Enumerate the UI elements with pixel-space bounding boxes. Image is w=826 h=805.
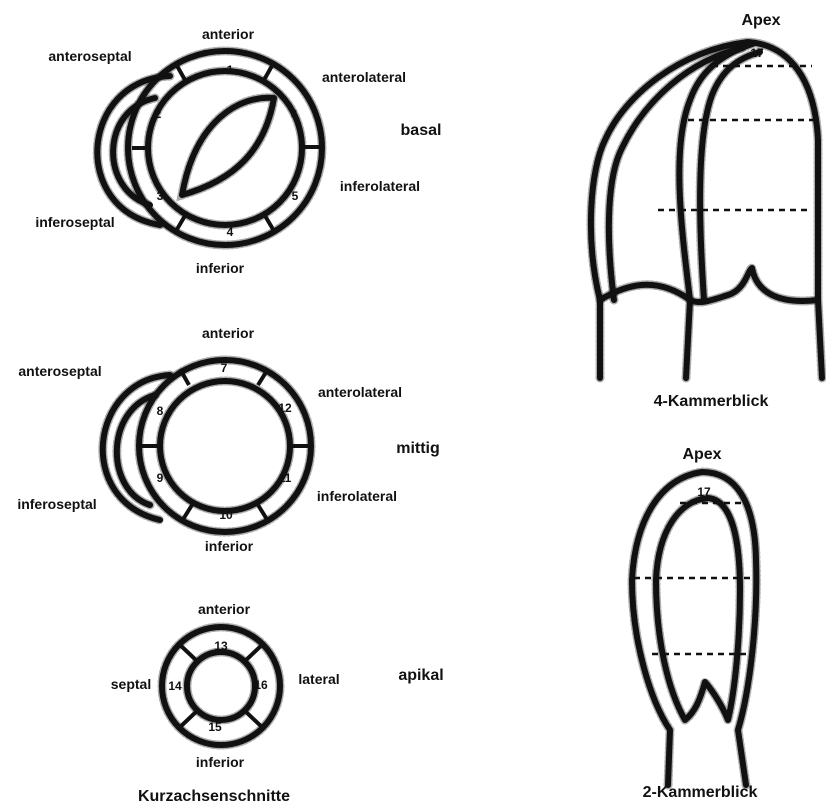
two-chamber-view: 17 Apex 2-Kammerblick — [632, 446, 757, 801]
wall-label-inferior: inferior — [196, 260, 245, 276]
wall-label-anteroseptal: anteroseptal — [48, 48, 131, 64]
apical-divider — [178, 643, 198, 662]
level-label-basal: basal — [401, 122, 442, 139]
segment-number-17: 17 — [750, 46, 764, 60]
segment-number: 6 — [291, 107, 298, 121]
wall-label-anterior: anterior — [202, 325, 255, 341]
segment-number: 3 — [157, 189, 164, 203]
segment-number: 13 — [214, 639, 228, 653]
wall-label-anterolateral: anterolateral — [322, 69, 406, 85]
level-label-mid: mittig — [396, 440, 440, 457]
wall-label-anterior: anterior — [198, 601, 251, 617]
wall-label-anteroseptal: anteroseptal — [18, 363, 101, 379]
apical-short-axis: 13 14 15 16 anterior septal lateral infe… — [111, 601, 444, 770]
wall-label-anterior: anterior — [202, 26, 255, 42]
wall-label-lateral: lateral — [298, 671, 339, 687]
apical-divider — [244, 710, 264, 729]
wall-label-inferior: inferior — [196, 754, 245, 770]
segment-number: 8 — [157, 404, 164, 418]
segment-number: 11 — [279, 471, 292, 485]
wall-label-inferior: inferior — [205, 538, 254, 554]
segment-number: 7 — [221, 361, 228, 375]
apical-divider — [178, 710, 198, 729]
segment-number: 4 — [227, 225, 234, 239]
segment-number: 15 — [208, 720, 222, 734]
two-chamber-caption: 2-Kammerblick — [643, 784, 758, 801]
wall-label-inferolateral: inferolateral — [317, 488, 397, 504]
segment-number: 10 — [219, 508, 233, 522]
segment-number: 1 — [227, 63, 234, 77]
segment-number: 2 — [155, 107, 162, 121]
basal-divider — [264, 64, 273, 80]
apex-label: Apex — [682, 446, 721, 463]
basal-short-axis: 1 2 3 4 5 6 anterior anteroseptal antero… — [35, 26, 441, 276]
wall-label-inferolateral: inferolateral — [340, 178, 420, 194]
segment-number: 14 — [168, 679, 182, 693]
segment-number: 12 — [278, 401, 292, 415]
segment-number: 5 — [292, 189, 299, 203]
mid-short-axis: 7 8 9 10 11 12 anterior anteroseptal ant… — [17, 325, 439, 554]
wall-label-inferoseptal: inferoseptal — [35, 214, 114, 230]
short-axis-caption: Kurzachsenschnitte — [138, 788, 290, 805]
level-label-apical: apikal — [398, 667, 443, 684]
four-chamber-view: 17 Apex 4-Kammerblick — [591, 12, 822, 410]
segment-number: 16 — [254, 678, 268, 692]
wall-label-septal: septal — [111, 676, 151, 692]
wall-label-inferoseptal: inferoseptal — [17, 496, 96, 512]
segment-number-17: 17 — [697, 485, 711, 499]
apical-divider — [244, 643, 264, 662]
segment-number: 9 — [157, 471, 164, 485]
wall-label-anterolateral: anterolateral — [318, 384, 402, 400]
basal-divider — [176, 214, 186, 231]
four-chamber-caption: 4-Kammerblick — [654, 393, 769, 410]
apex-label: Apex — [741, 12, 780, 29]
